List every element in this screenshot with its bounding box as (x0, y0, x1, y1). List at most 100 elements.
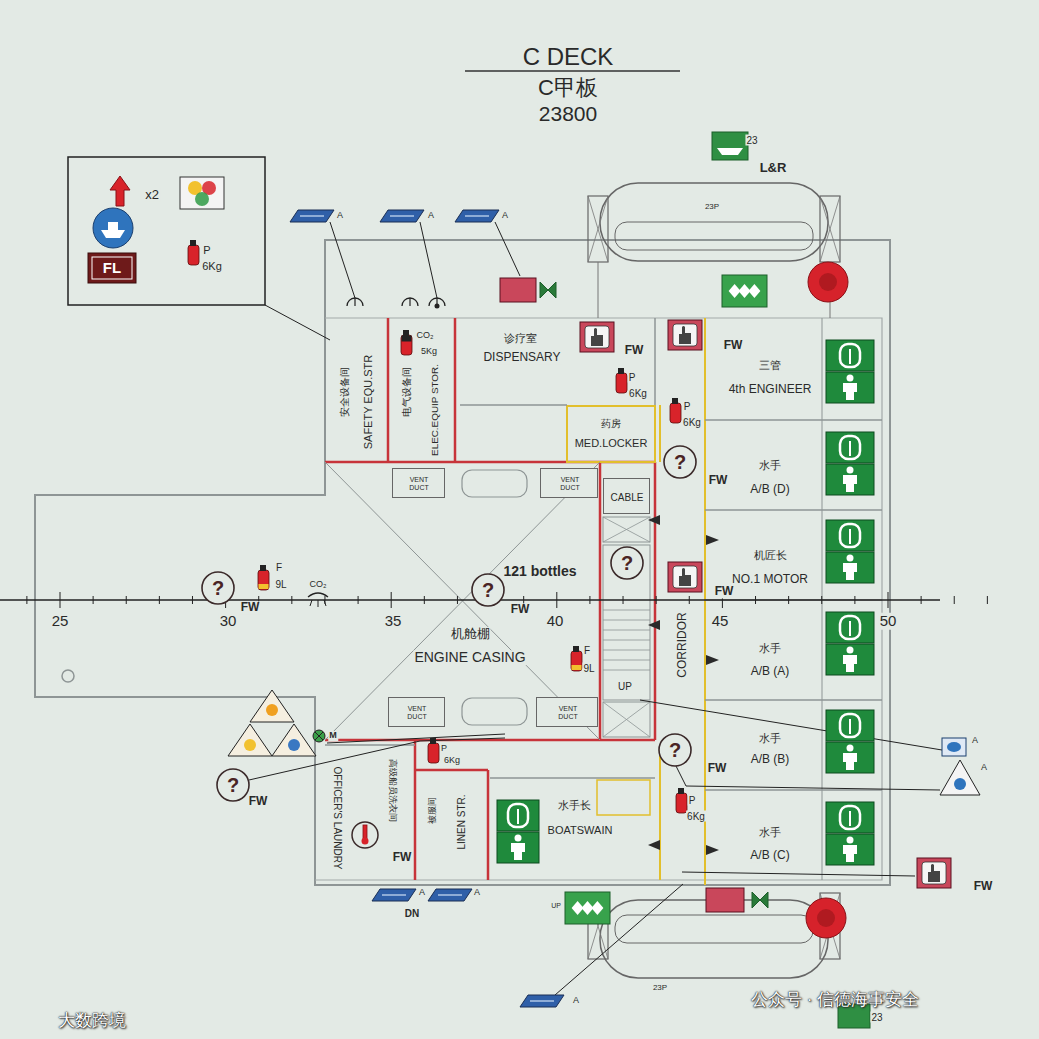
call-point-box (668, 320, 702, 350)
room-label: A/B (C) (749, 849, 790, 862)
room-label: CABLE (610, 492, 645, 503)
alarm-triangle (272, 724, 316, 756)
plan-label: FW (240, 601, 261, 614)
room-label: SAFETY EQU.STR (362, 354, 374, 451)
room-box: 被服间LINEN STR. (415, 770, 487, 880)
suit-head (847, 375, 854, 382)
fire-locker-frame (92, 257, 132, 279)
vent-head (347, 298, 363, 306)
detector-mark: ? (211, 577, 225, 599)
lifebuoy-center (817, 909, 835, 927)
suit-head (515, 835, 522, 842)
center-line (0, 599, 940, 601)
plan-label: UP (617, 681, 633, 692)
lifejacket-sign (826, 710, 874, 741)
duct-box: VENT DUCT (536, 697, 598, 727)
frame-tick (291, 596, 292, 604)
suit-body (843, 383, 857, 400)
wall-line (654, 318, 656, 405)
damper-icon (455, 210, 499, 222)
frame-tick (623, 596, 624, 604)
extinguisher-body (670, 403, 681, 423)
fireman-outfit-icon (722, 275, 767, 307)
frame-tick (424, 596, 425, 604)
suit-head (847, 647, 854, 654)
damper-plate (372, 889, 416, 901)
frame-tick (589, 596, 590, 604)
isolating-valve (540, 282, 556, 298)
extinguisher-valve (573, 646, 579, 652)
room-label: 安全设备间 (339, 366, 350, 418)
frame-tick (60, 592, 61, 608)
detector-mark: ? (673, 451, 687, 473)
detector-circle (217, 769, 249, 801)
room-box: 电气设备间ELEC.EQUIP STOR. (391, 320, 454, 460)
room-box: 水手A/B (D) (712, 422, 820, 508)
duct-box: VENT DUCT (392, 468, 445, 498)
casing-diagonal (325, 462, 600, 740)
co2-nozzle (310, 600, 312, 606)
extinguisher-valve (403, 330, 409, 336)
extinguisher-valve (190, 240, 196, 246)
room-label: ELEC.EQUIP STOR. (430, 363, 441, 457)
plan-label: 23P (704, 203, 720, 212)
inner-bulkhead (315, 318, 882, 880)
cabin-wall (822, 318, 823, 880)
extinguisher-body (258, 570, 269, 590)
alarm-triangle (250, 690, 294, 722)
immersion-suit-sign (826, 742, 874, 773)
room-label: 4th ENGINEER (728, 383, 813, 396)
extinguisher-icon (188, 240, 199, 265)
frame-tick (358, 596, 359, 604)
fire-wall (599, 462, 602, 740)
extinguisher-icon (676, 788, 687, 813)
plan-label: A (572, 996, 580, 1006)
frame-tick (391, 592, 392, 608)
stair-step (603, 660, 650, 661)
lifejacket-seam (849, 719, 851, 734)
foam-band (259, 584, 269, 589)
stair-step (603, 640, 650, 641)
plan-label: FW (392, 851, 413, 864)
frame-tick (457, 596, 458, 604)
hydrant-box (706, 888, 744, 912)
alarm-lamp (954, 778, 966, 790)
suit-body (843, 655, 857, 672)
plan-label: 121 bottles (502, 564, 577, 579)
immersion-suit-sign (826, 464, 874, 495)
room-label: 水手长 (557, 799, 592, 811)
room-label: 水手 (758, 826, 782, 838)
room-box: 诊疗室DISPENSARY (460, 320, 580, 404)
suit-body (843, 845, 857, 862)
plan-label: A (473, 888, 481, 898)
lifejacket-seam (849, 349, 851, 364)
lifejacket-seam (849, 441, 851, 456)
heat-detector-bulb (362, 838, 369, 845)
room-box: 安全设备间 SAFETY EQU.STR (330, 320, 386, 460)
leader-line (249, 738, 505, 780)
plan-label: 6Kg (686, 811, 706, 822)
stair-outline (603, 545, 650, 700)
davit-post (598, 262, 599, 318)
plan-label: UP (550, 902, 562, 910)
plan-label: CO₂ (309, 580, 328, 590)
immersion-suit-sign (826, 552, 874, 583)
door-mark (706, 535, 719, 545)
extinguisher-body (616, 373, 627, 393)
lifejacket-sign (826, 612, 874, 643)
lifejacket-seam (849, 811, 851, 826)
alarm-lamp (266, 704, 278, 716)
frame-tick (987, 596, 988, 604)
lifejacket-suit-icon (826, 520, 874, 583)
damper-icon (520, 995, 564, 1007)
stair-step (603, 610, 650, 611)
detector-circle (664, 446, 696, 478)
room-label: VENT DUCT (557, 476, 583, 491)
suit-body (843, 753, 857, 770)
frame-tick (656, 596, 657, 604)
suit-body (843, 475, 857, 492)
class-b-wall (659, 745, 661, 880)
trunk-cross (603, 702, 650, 737)
stair-step (603, 620, 650, 621)
plan-label: P (440, 744, 448, 754)
